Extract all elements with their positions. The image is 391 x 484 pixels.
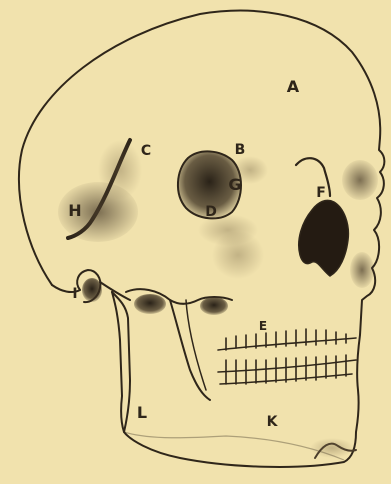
label-l: L — [137, 405, 147, 421]
zygomatic-shade-right — [200, 297, 228, 315]
label-a: A — [287, 79, 299, 95]
label-d: D — [205, 205, 217, 219]
label-h: H — [68, 203, 81, 219]
label-g: G — [228, 177, 241, 193]
nasal-cavity — [299, 200, 349, 276]
teeth — [218, 329, 356, 384]
label-k: K — [267, 415, 278, 429]
label-e: E — [259, 320, 267, 332]
label-c: C — [141, 144, 151, 158]
zygomatic-shade-left — [134, 294, 166, 314]
mandible-notch-outline — [186, 300, 206, 390]
ear-opening-shade — [82, 278, 102, 302]
label-i: I — [72, 287, 77, 301]
label-b: B — [235, 143, 246, 157]
label-f: F — [316, 186, 326, 200]
